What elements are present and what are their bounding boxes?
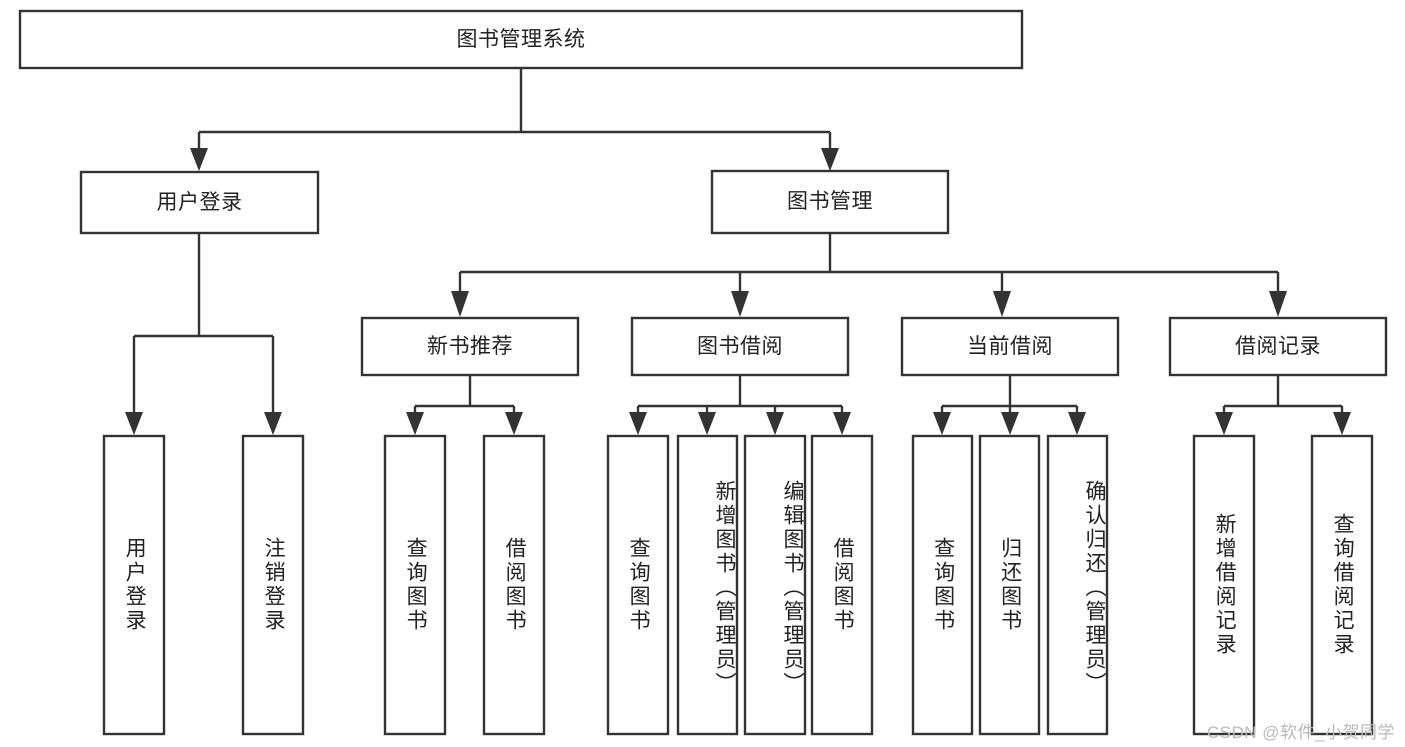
node-box-leaf12[interactable]: [1192, 434, 1256, 736]
node-box-root[interactable]: [18, 9, 1024, 70]
arrow-head-leaf6: [698, 412, 716, 435]
node-box-leaf10[interactable]: [978, 434, 1041, 736]
node-box-leaf11[interactable]: [1046, 434, 1109, 736]
arrow-head-leaf1: [125, 412, 143, 435]
node-box-leaf6[interactable]: [676, 434, 739, 736]
arrow-head-bookmgmt: [821, 148, 839, 171]
arrow-head-login: [190, 148, 208, 171]
arrow-head-records: [1269, 291, 1287, 317]
node-box-leaf5[interactable]: [606, 434, 670, 736]
arrow-head-leaf9: [933, 412, 951, 435]
arrow-head-leaf5: [629, 412, 647, 435]
connector-group-newbook-to-leaves: [406, 375, 523, 435]
arrow-head-current: [993, 291, 1011, 317]
arrow-head-leaf12: [1215, 412, 1233, 435]
arrow-head-borrow: [731, 291, 749, 317]
connector-group-borrow-to-leaves: [629, 375, 851, 435]
watermark-text: CSDN @软件_小贺同学: [1206, 723, 1395, 742]
node-box-leaf1[interactable]: [102, 434, 166, 736]
node-box-leaf2[interactable]: [241, 434, 305, 736]
node-box-leaf9[interactable]: [911, 434, 974, 736]
arrow-head-leaf3: [406, 412, 424, 435]
node-box-leaf8[interactable]: [810, 434, 874, 736]
node-box-leaf4[interactable]: [482, 434, 546, 736]
connector-group-records-to-leaves: [1215, 375, 1351, 435]
arrow-head-leaf8: [833, 412, 851, 435]
arrow-head-leaf4: [505, 412, 523, 435]
node-box-leaf3[interactable]: [383, 434, 447, 736]
node-box-newbook[interactable]: [360, 316, 580, 377]
arrow-head-newbook: [451, 291, 469, 317]
arrow-head-leaf7: [766, 412, 784, 435]
node-box-leaf13[interactable]: [1310, 434, 1374, 736]
node-box-borrow[interactable]: [630, 316, 850, 377]
arrow-head-leaf11: [1068, 412, 1086, 435]
arrow-head-leaf2: [264, 412, 282, 435]
connector-group-current-to-leaves: [933, 375, 1086, 435]
connector-group-bookmgmt-to-level3: [451, 233, 1287, 317]
node-box-records[interactable]: [1168, 316, 1388, 377]
connector-group-login-to-leaves: [125, 233, 282, 435]
node-box-leaf7[interactable]: [743, 434, 807, 736]
arrow-head-leaf10: [1001, 412, 1019, 435]
node-box-current[interactable]: [900, 316, 1120, 377]
node-box-bookmgmt[interactable]: [710, 169, 950, 235]
connector-group-root-to-level2: [190, 68, 839, 171]
arrow-head-leaf13: [1333, 412, 1351, 435]
node-box-login[interactable]: [79, 170, 320, 235]
